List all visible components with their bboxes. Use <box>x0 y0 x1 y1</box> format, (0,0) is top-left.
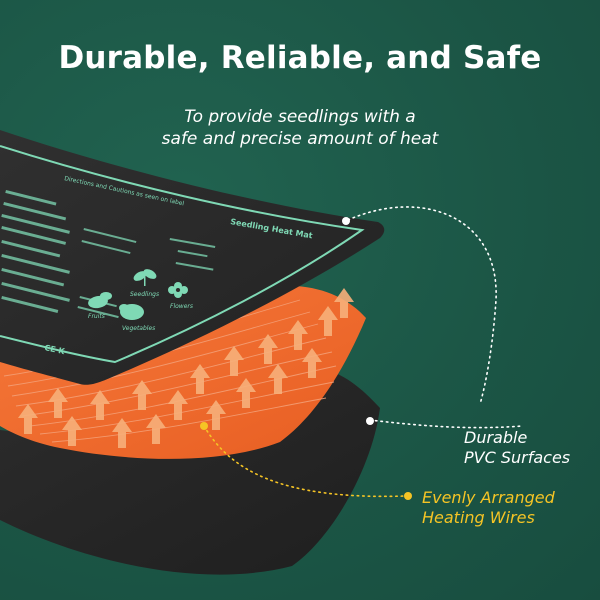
vegetable-icon <box>119 304 144 320</box>
top-mat-border <box>0 145 365 364</box>
pvc-surfaces-callout: Durable PVC Surfaces <box>464 428 570 468</box>
pvc-callout-dot-top <box>342 217 350 225</box>
heating-wires-callout: Evenly Arranged Heating Wires <box>422 488 555 528</box>
pvc-callout-dot-bottom <box>366 417 374 425</box>
plant-label-fruits: Fruits <box>88 313 105 320</box>
flower-icon <box>168 282 188 298</box>
pvc-callout-line-2: PVC Surfaces <box>464 448 571 467</box>
seedling-icon <box>133 269 157 286</box>
wires-callout-line-1: Evenly Arranged <box>422 488 555 507</box>
wires-callout-line-2: Heating Wires <box>422 508 535 527</box>
wires-callout-connector <box>203 425 407 498</box>
heat-arrows <box>18 288 354 448</box>
headline: Durable, Reliable, and Safe <box>58 40 542 76</box>
subheadline: To provide seedlings with a safe and pre… <box>0 106 600 150</box>
pvc-callout-line-1: Durable <box>464 428 528 447</box>
subheadline-line-1: To provide seedlings with a <box>184 107 416 127</box>
wires-callout-dot-start <box>200 422 208 430</box>
top-pvc-mat <box>0 130 385 385</box>
certification-marks: CE K <box>44 343 67 356</box>
fruit-icon <box>88 292 112 309</box>
heating-wire-layer <box>0 286 366 459</box>
heating-wires <box>3 299 337 443</box>
plant-label-seedlings: Seedlings <box>130 291 159 298</box>
wires-callout-dot-end <box>404 492 412 500</box>
plant-label-vegetables: Vegetables <box>122 325 155 332</box>
mat-print <box>1 190 216 319</box>
plant-icons <box>88 269 188 320</box>
plant-label-flowers: Flowers <box>170 303 193 310</box>
pvc-callout-connector <box>347 206 523 429</box>
subheadline-line-2: safe and precise amount of heat <box>161 129 439 149</box>
